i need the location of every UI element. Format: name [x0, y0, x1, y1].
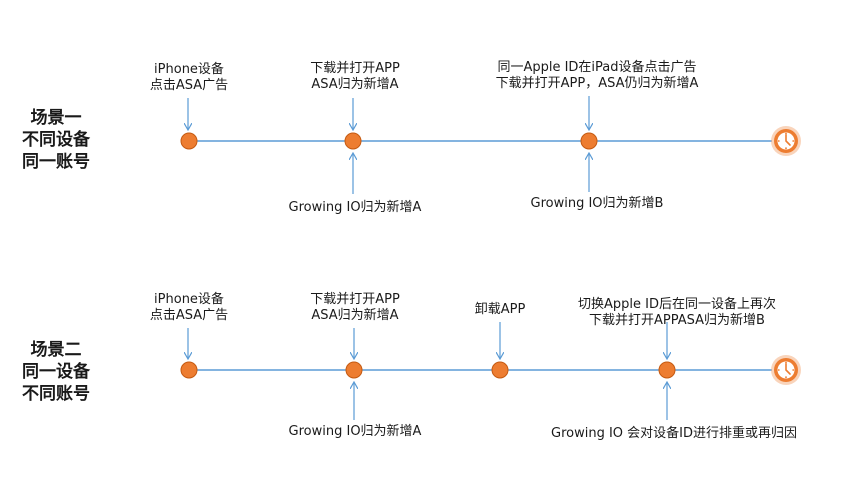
- timeline-1-node-2: [344, 132, 362, 150]
- timeline-2-node-4: [658, 361, 676, 379]
- s2-event-4-line-2: 下载并打开APPASA归为新增B: [589, 313, 765, 328]
- timeline-1-node-1: [180, 132, 198, 150]
- s1-event-3-label: 同一Apple ID在iPad设备点击广告 下载并打开APP，ASA仍归为新增A: [496, 60, 699, 92]
- timeline-2-node-3: [491, 361, 509, 379]
- s2-event-1-line-1: iPhone设备: [154, 292, 224, 307]
- s2-event-1-line-2: 点击ASA广告: [149, 308, 229, 323]
- s2-event-2-label: 下载并打开APP ASA归为新增A: [310, 292, 400, 324]
- s1-event-1-label: iPhone设备 点击ASA广告: [150, 62, 228, 94]
- s2-event-2-line-1: 下载并打开APP: [310, 292, 400, 307]
- scenario-2-title-line-2: 同一设备: [22, 362, 90, 382]
- s2-event-1-label: iPhone设备 点击ASA广告: [150, 292, 228, 324]
- s1-event-2-line-1: 下载并打开APP: [310, 61, 400, 76]
- clock-icon: [771, 126, 801, 156]
- scenario-2-title: 场景二 同一设备 不同账号: [22, 339, 90, 405]
- s1-event-2-line-2: ASA归为新增A: [311, 77, 399, 92]
- scenario-1-title-line-2: 不同设备: [22, 130, 90, 150]
- timeline-2-node-1: [180, 361, 198, 379]
- s2-event-4-bottom-label: Growing IO 会对设备ID进行排重或再归因: [551, 426, 797, 441]
- s1-event-2-bottom-label: Growing IO归为新增A: [288, 200, 422, 215]
- clock-icon: [771, 355, 801, 385]
- s2-event-4-line-1: 切换Apple ID后在同一设备上再次: [578, 297, 776, 312]
- scenario-1-title-line-1: 场景一: [30, 108, 82, 128]
- timeline-1-node-3: [580, 132, 598, 150]
- scenario-2-title-line-1: 场景二: [30, 340, 82, 360]
- s1-event-1-line-1: iPhone设备: [154, 62, 224, 77]
- s1-event-2-label: 下载并打开APP ASA归为新增A: [310, 61, 400, 93]
- s1-event-3-line-2: 下载并打开APP，ASA仍归为新增A: [495, 76, 699, 91]
- s2-event-2-line-2: ASA归为新增A: [311, 308, 399, 323]
- s2-event-4-label: 切换Apple ID后在同一设备上再次 下载并打开APPASA归为新增B: [578, 297, 776, 329]
- scenario-2-title-line-3: 不同账号: [22, 384, 90, 404]
- s1-event-3-bottom-label: Growing IO归为新增B: [530, 196, 664, 211]
- s2-event-2-bottom-label: Growing IO归为新增A: [288, 424, 422, 439]
- scenario-1-title-line-3: 同一账号: [22, 152, 90, 172]
- scenario-1-title: 场景一 不同设备 同一账号: [22, 107, 90, 173]
- timeline-2-node-2: [345, 361, 363, 379]
- s1-event-1-line-2: 点击ASA广告: [149, 78, 229, 93]
- s2-event-3-line-1: 卸载APP: [474, 302, 526, 317]
- s2-event-3-label: 卸载APP: [475, 302, 526, 318]
- s1-event-3-line-1: 同一Apple ID在iPad设备点击广告: [497, 60, 697, 75]
